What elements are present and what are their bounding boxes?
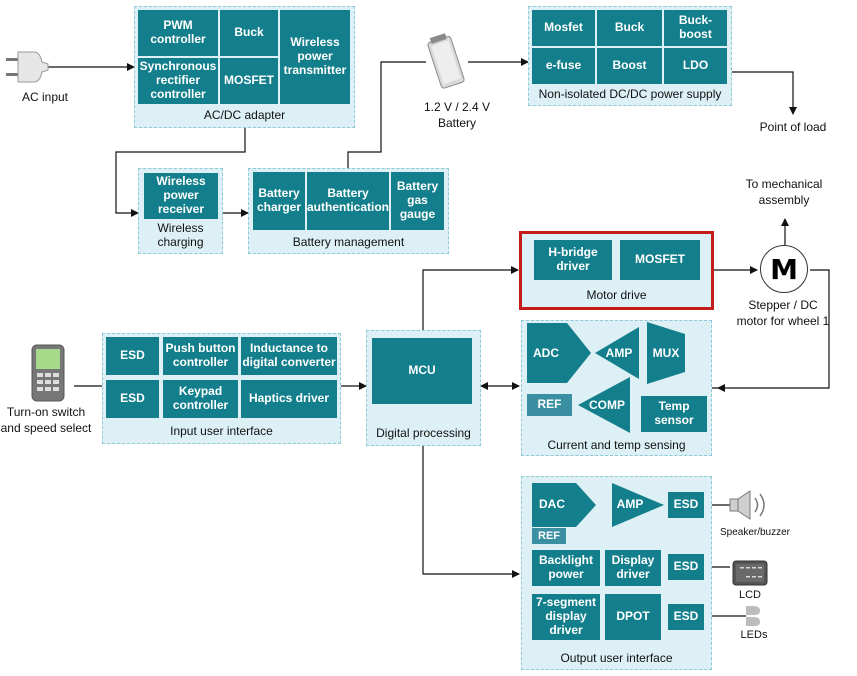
- sensing-amp-label: AMP: [605, 346, 633, 360]
- output-ui-label: Output user interface: [560, 651, 673, 665]
- speaker-icon: [729, 490, 765, 520]
- point-of-load-label: Point of load: [759, 120, 827, 134]
- input-ui-label: Input user interface: [170, 424, 273, 438]
- wireless-power-receiver-block[interactable]: Wireless power receiver: [144, 173, 218, 219]
- nonisolated-buck-block[interactable]: Buck: [597, 10, 662, 46]
- adc-label: ADC: [533, 346, 559, 360]
- input-esd-1-block[interactable]: ESD: [106, 337, 159, 375]
- turn-on-switch-label: Turn-on switch and speed select: [0, 405, 92, 435]
- inductance-to-digital-block[interactable]: Inductance to digital converter: [241, 337, 337, 375]
- sensing-ref-block[interactable]: REF: [527, 394, 572, 416]
- output-ref-block[interactable]: REF: [532, 528, 566, 544]
- battery-icon: [427, 33, 465, 89]
- output-amp-shape: [612, 483, 664, 527]
- speaker-label: Speaker/buzzer: [719, 527, 791, 538]
- battery-management-label: Battery management: [292, 235, 405, 249]
- ac-plug-icon: [6, 51, 49, 83]
- mechanical-assembly-label: To mechanical assembly: [745, 177, 823, 207]
- seven-segment-driver-block[interactable]: 7-segment display driver: [532, 594, 600, 640]
- efuse-block[interactable]: e-fuse: [532, 48, 595, 84]
- comp-shape: [578, 377, 630, 433]
- adc-shape: [527, 323, 591, 383]
- buck-block[interactable]: Buck: [220, 10, 278, 56]
- amp-shape: [595, 327, 639, 379]
- haptics-driver-block[interactable]: Haptics driver: [241, 380, 337, 418]
- mosfet-block[interactable]: MOSFET: [220, 58, 278, 104]
- comp-label: COMP: [589, 398, 625, 412]
- push-button-controller-block[interactable]: Push button controller: [163, 337, 238, 375]
- hbridge-driver-block[interactable]: H-bridge driver: [534, 240, 612, 280]
- battery-charger-block[interactable]: Battery charger: [253, 172, 305, 230]
- motor-mosfet-block[interactable]: MOSFET: [620, 240, 700, 280]
- leds-icon: [746, 606, 760, 626]
- digital-processing-label: Digital processing: [376, 426, 471, 440]
- backlight-power-block[interactable]: Backlight power: [532, 550, 600, 586]
- lcd-icon: [732, 560, 768, 586]
- leds-label: LEDs: [740, 629, 768, 641]
- dac-label: DAC: [539, 497, 565, 511]
- nonisolated-mosfet-block[interactable]: Mosfet: [532, 10, 595, 46]
- dac-shape: [532, 483, 596, 527]
- output-esd-2-block[interactable]: ESD: [668, 554, 704, 580]
- lcd-label: LCD: [738, 589, 761, 601]
- output-esd-1-block[interactable]: ESD: [668, 492, 704, 518]
- motor-drive-highlight: [519, 231, 714, 310]
- wireless-charging-label: Wireless charging: [157, 221, 204, 249]
- motor-icon: M: [760, 245, 808, 293]
- sensing-label: Current and temp sensing: [547, 438, 686, 452]
- mcu-block[interactable]: MCU: [372, 338, 472, 404]
- ldo-block[interactable]: LDO: [664, 48, 727, 84]
- wireless-power-transmitter-block[interactable]: Wireless power transmitter: [280, 10, 350, 104]
- display-driver-block[interactable]: Display driver: [605, 550, 661, 586]
- input-esd-2-block[interactable]: ESD: [106, 380, 159, 418]
- temp-sensor-block[interactable]: Temp sensor: [641, 396, 707, 432]
- output-amp-label: AMP: [616, 497, 644, 511]
- buck-boost-block[interactable]: Buck-boost: [664, 10, 727, 46]
- mux-shape: [647, 322, 685, 384]
- boost-block[interactable]: Boost: [597, 48, 662, 84]
- pwm-controller-block[interactable]: PWM controller: [138, 10, 218, 56]
- nonisolated-dcdc-label: Non-isolated DC/DC power supply: [538, 87, 722, 101]
- mux-label: MUX: [652, 346, 680, 360]
- battery-gas-gauge-block[interactable]: Battery gas gauge: [391, 172, 444, 230]
- output-esd-3-block[interactable]: ESD: [668, 604, 704, 630]
- ac-input-label: AC input: [21, 90, 69, 104]
- handheld-device-icon: [31, 344, 65, 402]
- synchronous-rectifier-block[interactable]: Synchronous rectifier controller: [138, 58, 218, 104]
- battery-label: 1.2 V / 2.4 V Battery: [423, 100, 491, 130]
- dpot-block[interactable]: DPOT: [605, 594, 661, 640]
- keypad-controller-block[interactable]: Keypad controller: [163, 380, 238, 418]
- motor-drive-label: Motor drive: [586, 288, 647, 302]
- motor-label: Stepper / DC motor for wheel 1: [736, 298, 830, 328]
- battery-authentication-block[interactable]: Battery authentication: [307, 172, 389, 230]
- acdc-adapter-label: AC/DC adapter: [203, 108, 286, 122]
